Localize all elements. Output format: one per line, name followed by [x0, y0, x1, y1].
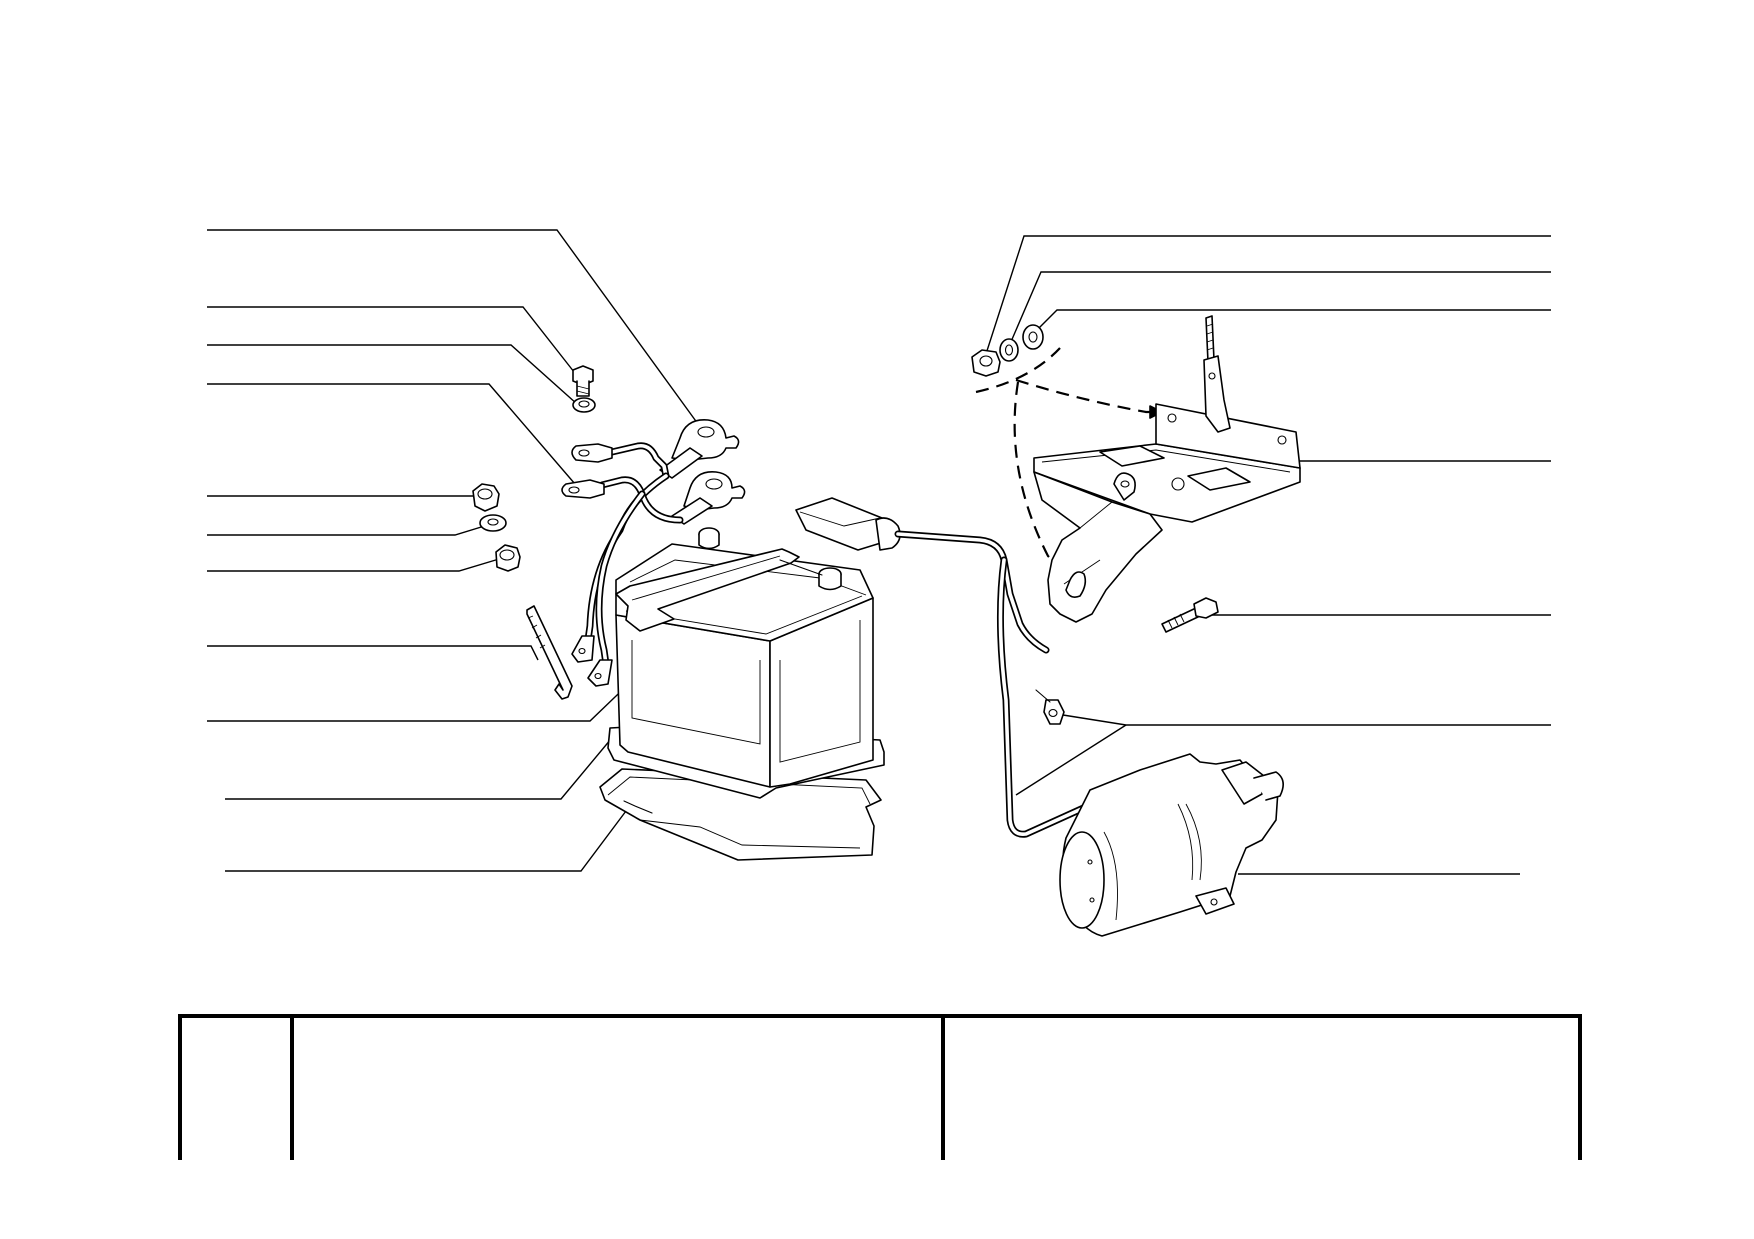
terminal-bolt — [572, 365, 594, 397]
flat-washer — [479, 514, 507, 532]
bracket-bolt — [1161, 597, 1219, 633]
negative-battery-cable — [561, 442, 684, 687]
title-block-frame — [178, 1014, 1582, 1160]
washer — [1022, 324, 1044, 350]
spring-washer — [999, 338, 1019, 362]
hex-nut — [472, 483, 500, 512]
battery-terminal-clamp-lower — [671, 471, 746, 525]
terminal-washer — [572, 397, 596, 413]
callout-line-terminal-washer — [207, 344, 578, 405]
callout-line-battery-tray — [225, 798, 636, 872]
battery-hold-down-clamp — [615, 548, 823, 632]
callout-line-positive-cable-branch — [1015, 724, 1127, 796]
callout-line-negative-cable — [207, 383, 576, 485]
battery-support-bracket — [1033, 403, 1301, 623]
callout-lines-right — [984, 235, 1551, 875]
callout-line-tie-rod — [207, 645, 539, 661]
battery-terminal-clamp-upper — [659, 419, 740, 479]
nut — [971, 349, 1001, 377]
callout-line-positive-cable — [1062, 714, 1551, 726]
battery — [607, 527, 885, 799]
callout-line-flat-washer — [207, 523, 492, 536]
starter-motor — [1059, 753, 1284, 937]
callout-line-washer — [1031, 309, 1551, 336]
callout-line-flange-nut — [207, 558, 500, 572]
callout-line-terminal-bolt — [207, 306, 579, 378]
assembly-direction-lines — [975, 347, 1163, 567]
callout-line-nut — [984, 235, 1551, 358]
bracket-hook — [1203, 315, 1231, 433]
title-block — [178, 1014, 1582, 1160]
callout-line-spring-washer — [1009, 271, 1551, 345]
callout-line-battery-terminal-clamp — [207, 229, 699, 425]
flange-nut — [495, 544, 521, 572]
tie-rod — [526, 605, 573, 700]
callout-line-battery — [225, 732, 617, 800]
